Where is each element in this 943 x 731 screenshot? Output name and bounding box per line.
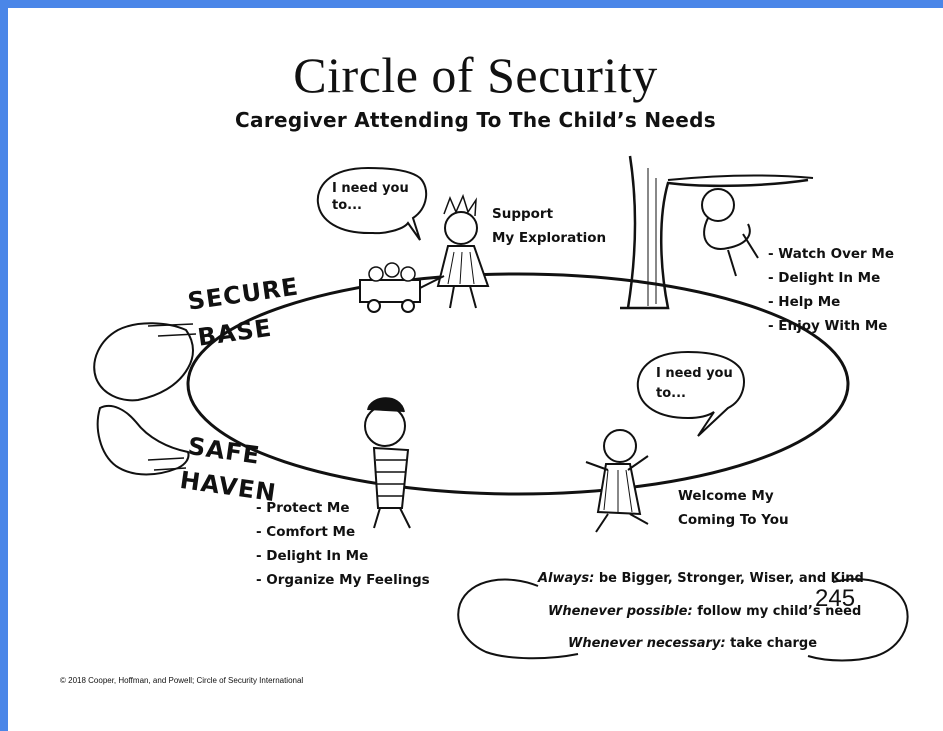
- bubble-right-text: I need you to...: [656, 364, 733, 404]
- bottom-need-item: - Organize My Feelings: [256, 572, 430, 588]
- circle-path: [186, 272, 850, 496]
- bubble-right-line-1: I need you: [656, 366, 733, 381]
- hand-lower-icon: [96, 404, 190, 476]
- bottom-need-item: - Protect Me: [256, 500, 350, 516]
- welcome-line-1: Welcome My: [678, 488, 774, 504]
- principle-whenever-necessary: Whenever necessary: take charge: [568, 636, 817, 651]
- welcome-label: Welcome My Coming To You: [678, 484, 789, 532]
- principle-rest: follow my child’s need: [692, 604, 862, 619]
- principle-rest: be Bigger, Stronger, Wiser, and Kind: [594, 571, 864, 586]
- principle-lead: Always:: [538, 571, 595, 586]
- bottom-need-item: - Delight In Me: [256, 548, 369, 564]
- bottom-needs-list: - Protect Me - Comfort Me - Delight In M…: [256, 496, 430, 592]
- welcome-line-2: Coming To You: [678, 512, 789, 528]
- top-need-item: - Enjoy With Me: [768, 318, 888, 334]
- child-tree-icon: [701, 188, 735, 222]
- page-number: 245: [815, 585, 856, 612]
- principle-lead: Whenever possible:: [548, 604, 693, 619]
- support-line-1: Support: [492, 206, 554, 222]
- support-exploration-label: Support My Exploration: [492, 202, 606, 250]
- diagram-title: Circle of Security: [293, 47, 658, 103]
- principle-rest: take charge: [725, 636, 818, 651]
- tree-icon: [620, 155, 809, 310]
- copyright-notice: © 2018 Cooper, Hoffman, and Powell; Circ…: [60, 676, 304, 685]
- principle-always: Always: be Bigger, Stronger, Wiser, and …: [538, 571, 864, 586]
- speech-bubble-top: [316, 166, 428, 241]
- top-need-item: - Watch Over Me: [768, 246, 894, 262]
- crying-boy-icon: [364, 405, 406, 447]
- girl-explorer-icon: [444, 211, 478, 245]
- speech-bubble-right: [636, 350, 745, 437]
- diagram-drawing: [93, 155, 909, 662]
- top-needs-list: - Watch Over Me - Delight In Me - Help M…: [768, 242, 894, 338]
- support-line-2: My Exploration: [492, 230, 607, 246]
- bubble-top-line-1: I need you: [332, 181, 409, 196]
- bottom-need-item: - Comfort Me: [256, 524, 356, 540]
- bottom-hand-left-icon: [457, 578, 579, 660]
- bubble-top-line-2: to...: [332, 198, 362, 213]
- wagon-icon: [359, 279, 421, 303]
- bottom-hand-right-icon: [807, 578, 909, 662]
- running-girl-icon: [603, 429, 637, 463]
- principle-lead: Whenever necessary:: [568, 636, 726, 651]
- diagram-subtitle: Caregiver Attending To The Child’s Needs: [235, 108, 716, 132]
- top-need-item: - Help Me: [768, 294, 841, 310]
- top-need-item: - Delight In Me: [768, 270, 881, 286]
- hand-upper-icon: [93, 322, 194, 402]
- principle-whenever-possible: Whenever possible: follow my child’s nee…: [548, 604, 861, 619]
- diagram-frame: Circle of Security Caregiver Attending T…: [8, 8, 943, 731]
- bubble-right-line-2: to...: [656, 386, 686, 401]
- bubble-top-text: I need you to...: [332, 180, 409, 214]
